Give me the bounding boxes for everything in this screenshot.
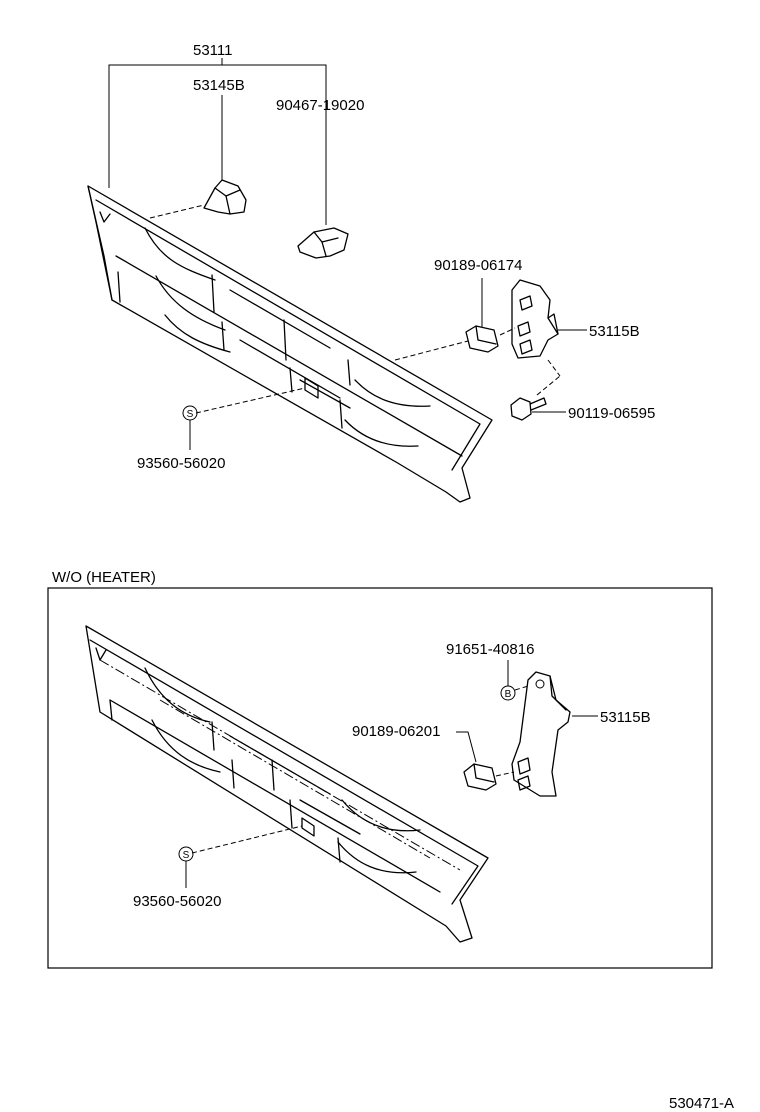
dash-bolt-upper xyxy=(536,375,561,396)
dash-90189-06201 xyxy=(495,771,515,777)
bolt-90119-06595 xyxy=(510,397,547,421)
label-53145b: 53145B xyxy=(193,77,245,94)
clip-90467-19020 xyxy=(297,227,349,259)
dash-screw-upper xyxy=(195,387,306,414)
section-frame xyxy=(47,587,713,969)
label-93560-56020-lower: 93560-56020 xyxy=(133,893,221,910)
upper-assembly: 53111 53145B 90467-19020 xyxy=(87,42,655,503)
label-90189-06201: 90189-06201 xyxy=(352,723,440,740)
symbol-s-upper: S xyxy=(187,409,194,420)
lower-assembly: W/O (HEATER) 91 xyxy=(47,569,713,969)
label-93560-56020-upper: 93560-56020 xyxy=(137,455,225,472)
symbol-b: B xyxy=(505,689,512,700)
leader-53111 xyxy=(108,58,327,225)
clip-53145b xyxy=(203,179,247,215)
label-91651-40816: 91651-40816 xyxy=(446,641,534,658)
label-90467-19020: 90467-19020 xyxy=(276,97,364,114)
bracket-53115b-lower xyxy=(511,671,571,797)
dash-bolt-upper-2 xyxy=(547,359,561,377)
label-53115b-upper: 53115B xyxy=(589,323,640,340)
clip-nut-90189-06201 xyxy=(463,763,497,791)
label-90119-06595: 90119-06595 xyxy=(568,405,655,422)
dash-90189-06174 xyxy=(394,340,469,361)
radiator-grille-upper xyxy=(87,185,493,503)
dash-53145b xyxy=(149,204,205,219)
dash-bracket-upper xyxy=(499,327,516,336)
symbol-b-circle xyxy=(500,685,516,701)
section-title-wo-heater: W/O (HEATER) xyxy=(52,569,156,586)
symbol-s-lower: S xyxy=(183,850,190,861)
label-53111: 53111 xyxy=(193,42,233,59)
leader-90189-06201 xyxy=(456,731,477,763)
radiator-grille-lower xyxy=(85,625,489,943)
clip-nut-90189-06174 xyxy=(465,325,499,353)
label-53115b-lower: 53115B xyxy=(600,709,651,726)
label-90189-06174: 90189-06174 xyxy=(434,257,522,274)
bracket-53115b-upper xyxy=(511,279,559,359)
dash-screw-lower xyxy=(191,825,303,854)
figure-code: 530471-A xyxy=(669,1095,734,1112)
